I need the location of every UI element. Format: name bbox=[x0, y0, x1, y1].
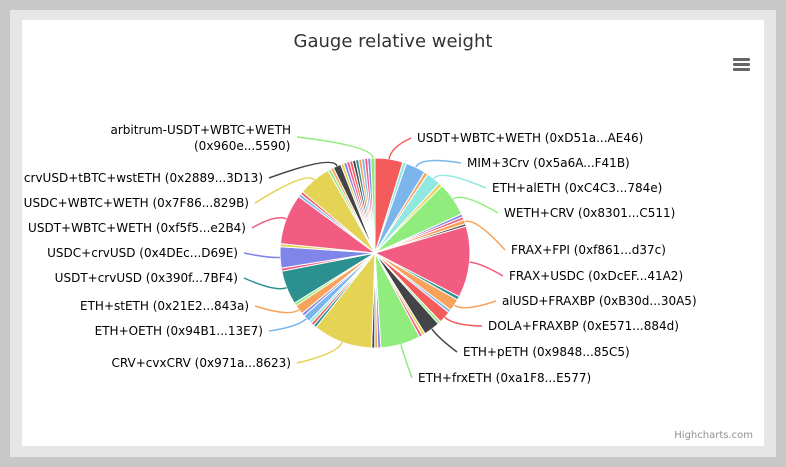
chart-title: Gauge relative weight bbox=[294, 31, 493, 52]
connector-line-34 bbox=[243, 252, 281, 259]
slice-label: USDT+WBTC+WETH (0xD51a...AE46) bbox=[417, 131, 643, 145]
slice-label: ETH+stETH (0x21E2...843a) bbox=[80, 299, 249, 313]
pie-slice-53[interactable] bbox=[370, 157, 376, 254]
highcharts-credits[interactable]: Highcharts.com bbox=[674, 430, 753, 441]
chart-menu-button[interactable] bbox=[731, 54, 753, 74]
connector-line-6 bbox=[452, 196, 499, 214]
slice-label: arbitrum-USDT+WBTC+WETH(0x960e...5590) bbox=[111, 123, 292, 153]
connector-line-9 bbox=[464, 220, 506, 251]
chart-container: Gauge relative weight USDT+WBTC+WETH (0x… bbox=[22, 20, 764, 446]
slice-label: FRAX+FPI (0xf861...d37c) bbox=[511, 243, 666, 257]
connector-line-0 bbox=[388, 137, 412, 160]
slice-label: FRAX+USDC (0xDcEF...41A2) bbox=[509, 269, 683, 283]
connector-line-20 bbox=[400, 344, 413, 379]
slice-label: MIM+3Crv (0x5a6A...F41B) bbox=[467, 156, 630, 170]
hamburger-menu-icon bbox=[733, 58, 750, 71]
pie-chart: Gauge relative weight USDT+WBTC+WETH (0x… bbox=[24, 31, 753, 441]
connector-line-30 bbox=[254, 305, 300, 314]
connector-line-39 bbox=[254, 177, 315, 204]
connector-line-11 bbox=[469, 261, 504, 277]
connector-line-42 bbox=[268, 161, 338, 179]
slice-label: alUSD+FRAXBP (0xB30d...30A5) bbox=[502, 294, 697, 308]
slice-label: crvUSD+tBTC+wstETH (0x2889...3D13) bbox=[24, 171, 263, 185]
slice-label: USDC+crvUSD (0x4DEc...D69E) bbox=[47, 246, 238, 260]
connector-line-53 bbox=[296, 136, 374, 159]
connector-line-32 bbox=[243, 277, 287, 290]
pie-slice-11[interactable] bbox=[373, 225, 471, 298]
connector-line-2 bbox=[415, 159, 462, 168]
connector-line-28 bbox=[268, 318, 307, 332]
connector-line-13 bbox=[453, 300, 497, 309]
slice-labels: USDT+WBTC+WETH (0xD51a...AE46) MIM+3Crv (… bbox=[24, 123, 697, 385]
connector-line-4 bbox=[433, 174, 487, 189]
connector-line-17 bbox=[431, 328, 458, 353]
slice-label: ETH+pETH (0x9848...85C5) bbox=[463, 345, 630, 359]
label-connectors bbox=[243, 136, 506, 379]
slice-label: USDT+WBTC+WETH (0xf5f5...e2B4) bbox=[28, 221, 246, 235]
slice-label: ETH+alETH (0xC4C3...784e) bbox=[492, 181, 662, 195]
slice-label: USDT+crvUSD (0x390f...7BF4) bbox=[55, 271, 238, 285]
pie-slices bbox=[279, 157, 471, 349]
slice-label: DOLA+FRAXBP (0xE571...884d) bbox=[488, 319, 679, 333]
connector-line-24 bbox=[296, 341, 343, 364]
slice-label: CRV+cvxCRV (0x971a...8623) bbox=[111, 356, 291, 370]
connector-line-15 bbox=[444, 316, 483, 327]
slice-label: ETH+OETH (0x94B1...13E7) bbox=[95, 324, 263, 338]
slice-label: ETH+frxETH (0xa1F8...E577) bbox=[418, 371, 591, 385]
slice-label: USDC+WBTC+WETH (0x7F86...829B) bbox=[24, 196, 249, 210]
connector-line-36 bbox=[251, 217, 287, 229]
slice-label: WETH+CRV (0x8301...C511) bbox=[504, 206, 675, 220]
